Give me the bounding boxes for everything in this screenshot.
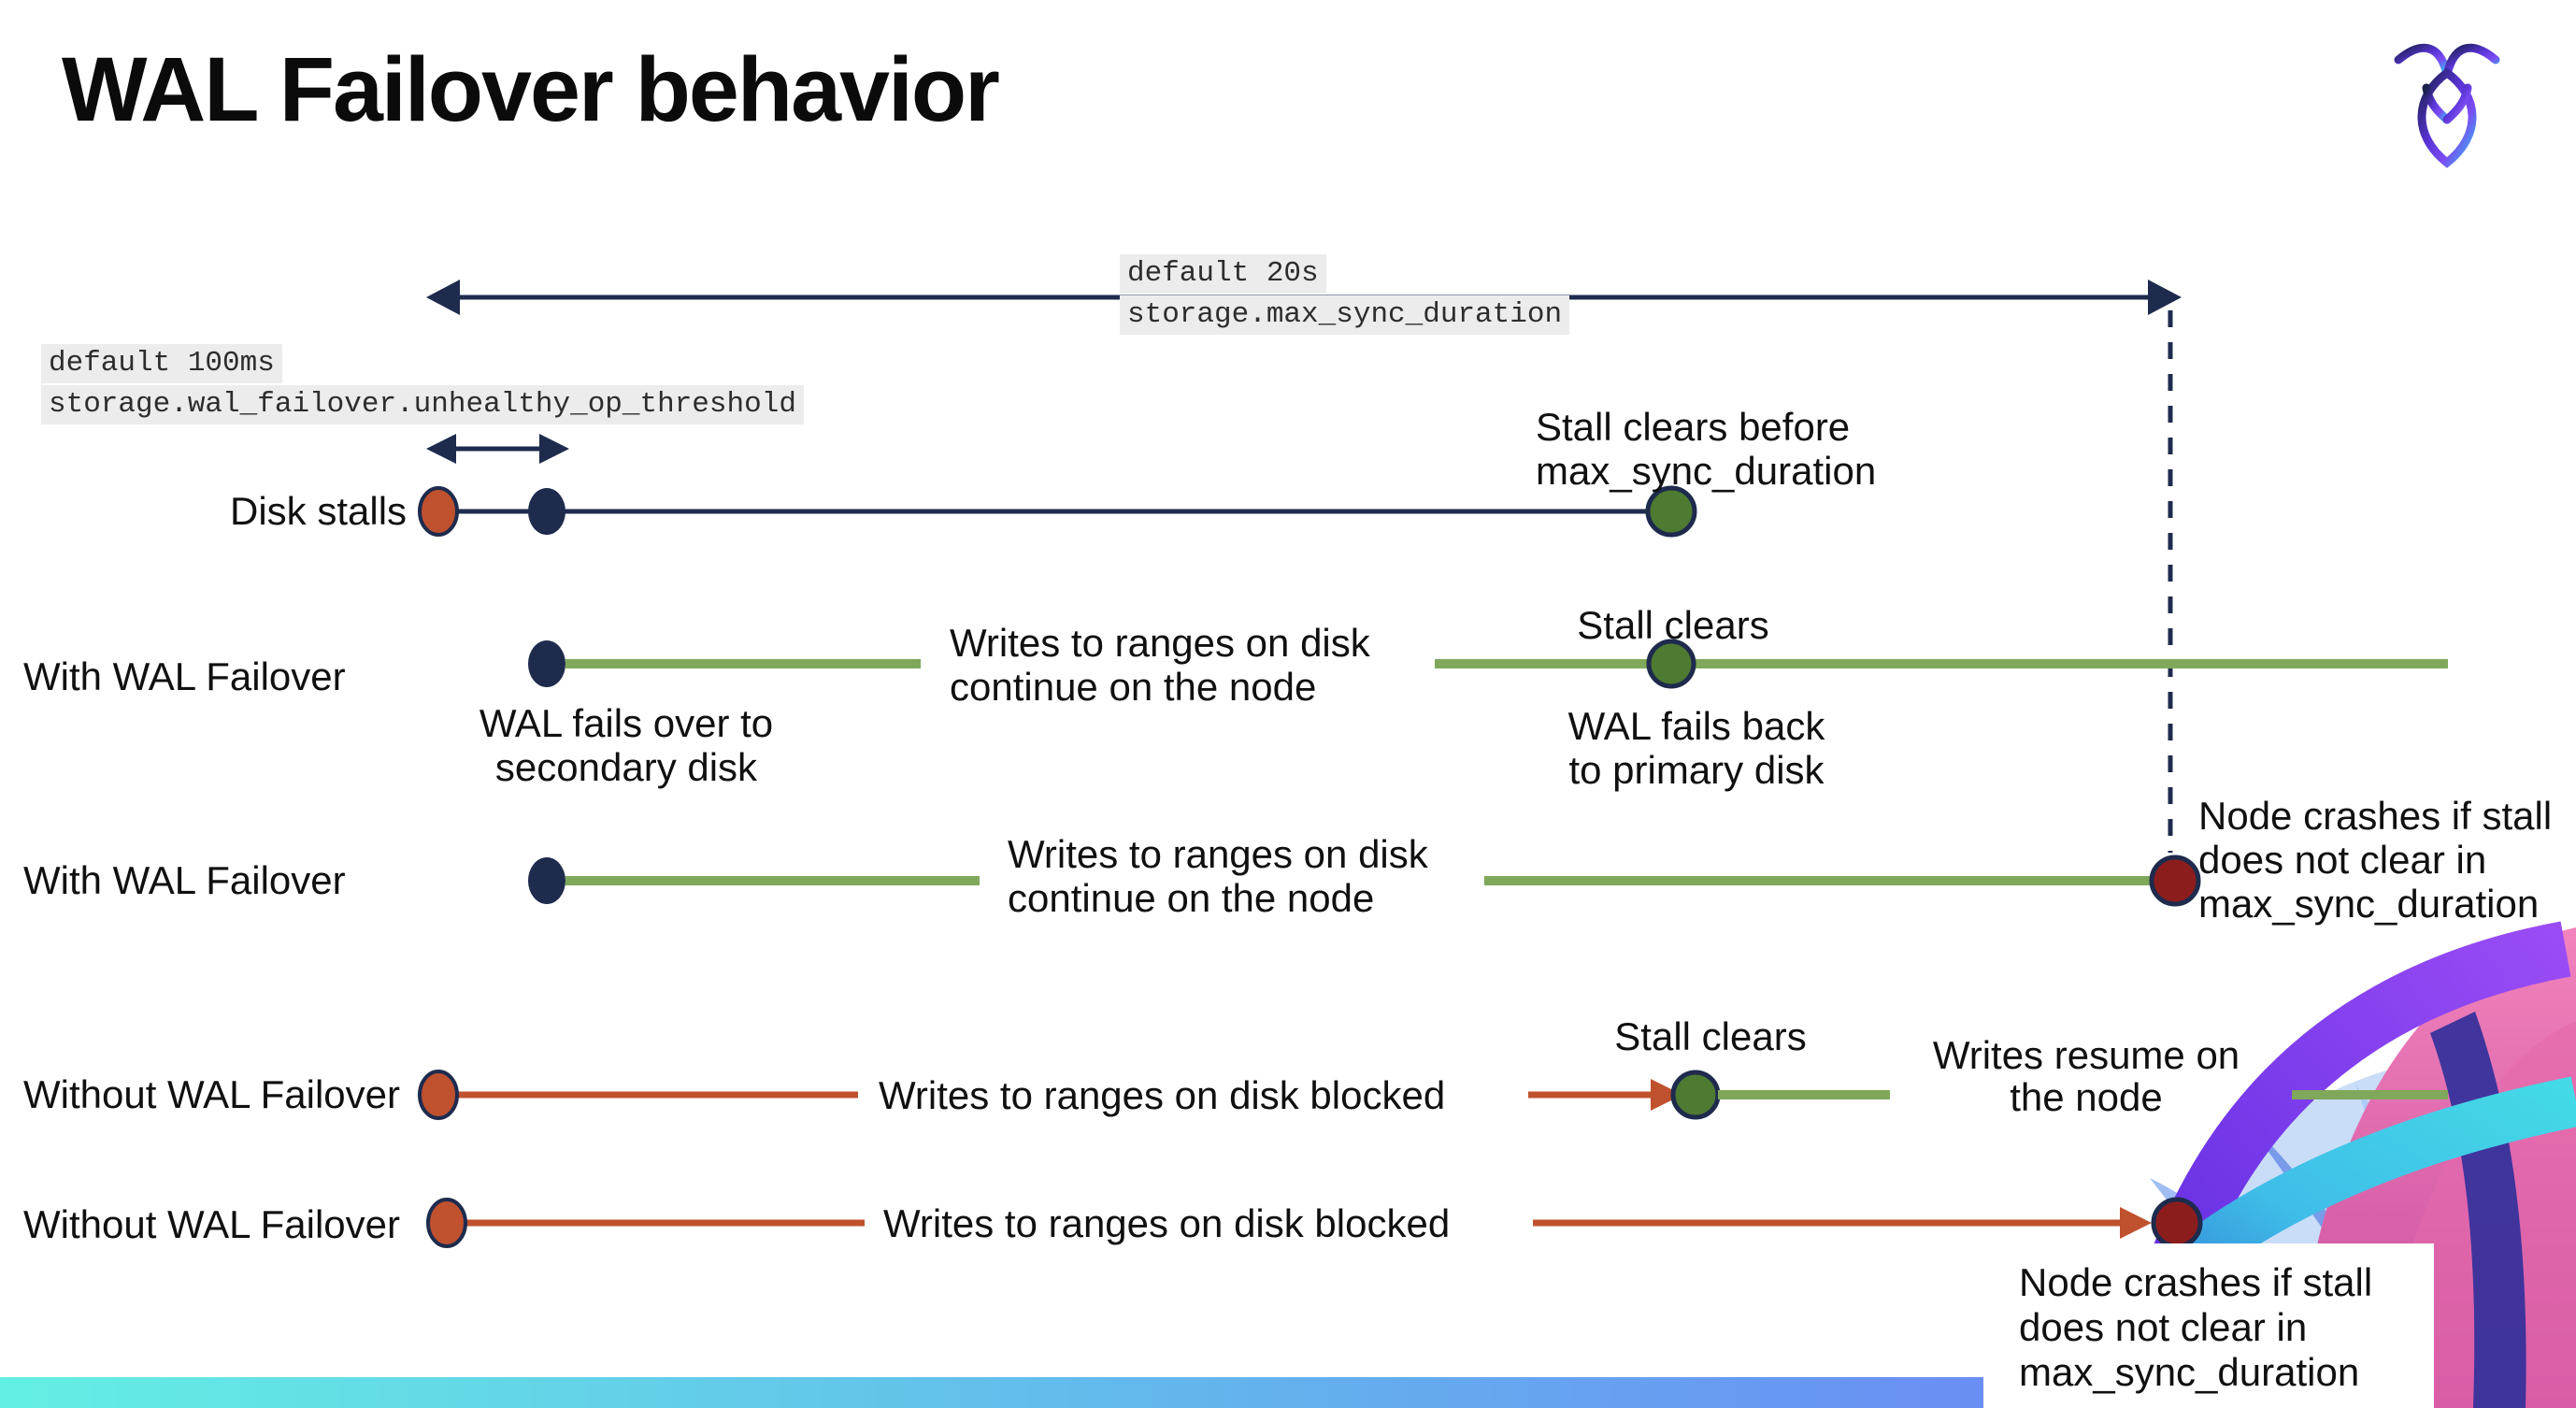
stall-clears-dot xyxy=(1645,485,1697,538)
timeline-disk-stalls xyxy=(418,485,1697,538)
row-label-without-wal-failover: Without WAL Failover xyxy=(23,1072,400,1116)
note-wal-fails-back: WAL fails back to primary disk xyxy=(1567,704,1825,792)
node-crash-dot xyxy=(2149,855,2201,907)
arrowhead-right-icon xyxy=(2120,1207,2152,1239)
arrowhead-right-icon xyxy=(2148,280,2182,315)
max-sync-setting-name: storage.max_sync_duration xyxy=(1120,295,1570,335)
failover-dot xyxy=(528,640,565,687)
note-writes-continue: Writes to ranges on disk continue on the… xyxy=(950,621,1370,709)
note-writes-resume: Writes resume on the node xyxy=(1932,1033,2240,1119)
crash-note-callout: Node crashes if stall does not clear in … xyxy=(1983,1243,2434,1408)
timeline-without-wal-failover-clears xyxy=(418,1070,2448,1120)
arrowhead-left-icon xyxy=(426,434,456,464)
note-stall-clears: Stall clears xyxy=(1614,1014,1807,1058)
page-title: WAL Failover behavior xyxy=(62,38,1000,140)
unhealthy-op-setting-name: storage.wal_failover.unhealthy_op_thresh… xyxy=(41,385,804,424)
arrowhead-right-icon xyxy=(539,434,569,464)
row-label-with-wal-failover: With WAL Failover xyxy=(23,654,346,698)
row-label-disk-stalls: Disk stalls xyxy=(230,489,408,533)
cockroachdb-logo-icon xyxy=(2394,43,2500,168)
note-writes-blocked: Writes to ranges on disk blocked xyxy=(883,1201,1451,1245)
max-sync-default-label: default 20s xyxy=(1120,254,1326,294)
timeline-with-wal-failover-crash xyxy=(528,855,2201,907)
note-stall-clears: Stall clears xyxy=(1577,603,1769,647)
stall-start-dot xyxy=(418,1070,459,1120)
stall-clears-dot xyxy=(1646,639,1696,689)
stall-clears-dot xyxy=(1670,1070,1721,1120)
timeline-without-wal-failover-crash xyxy=(426,1197,2203,1249)
row-label-without-wal-failover: Without WAL Failover xyxy=(23,1202,400,1246)
failover-dot xyxy=(528,857,565,904)
unhealthy-op-threshold-arrow xyxy=(426,434,569,464)
note-node-crashes: Node crashes if stall does not clear in … xyxy=(2198,794,2553,926)
threshold-dot xyxy=(528,488,565,535)
note-node-crashes: Node crashes if stall does not clear in … xyxy=(2019,1260,2373,1394)
timeline-with-wal-failover-clears xyxy=(528,639,2448,689)
row-label-with-wal-failover: With WAL Failover xyxy=(23,858,346,902)
note-stall-clears-before: Stall clears before max_sync_duration xyxy=(1536,405,1877,493)
stall-start-dot xyxy=(426,1198,467,1248)
arrowhead-right-icon xyxy=(1651,1079,1682,1111)
note-wal-fails-over: WAL fails over to secondary disk xyxy=(479,701,774,789)
stall-start-dot xyxy=(418,486,459,537)
note-writes-blocked: Writes to ranges on disk blocked xyxy=(879,1073,1446,1117)
note-writes-continue: Writes to ranges on disk continue on the… xyxy=(1008,832,1428,920)
unhealthy-op-default-label: default 100ms xyxy=(41,344,282,383)
arrowhead-left-icon xyxy=(426,280,460,315)
node-crash-dot xyxy=(2151,1197,2203,1249)
